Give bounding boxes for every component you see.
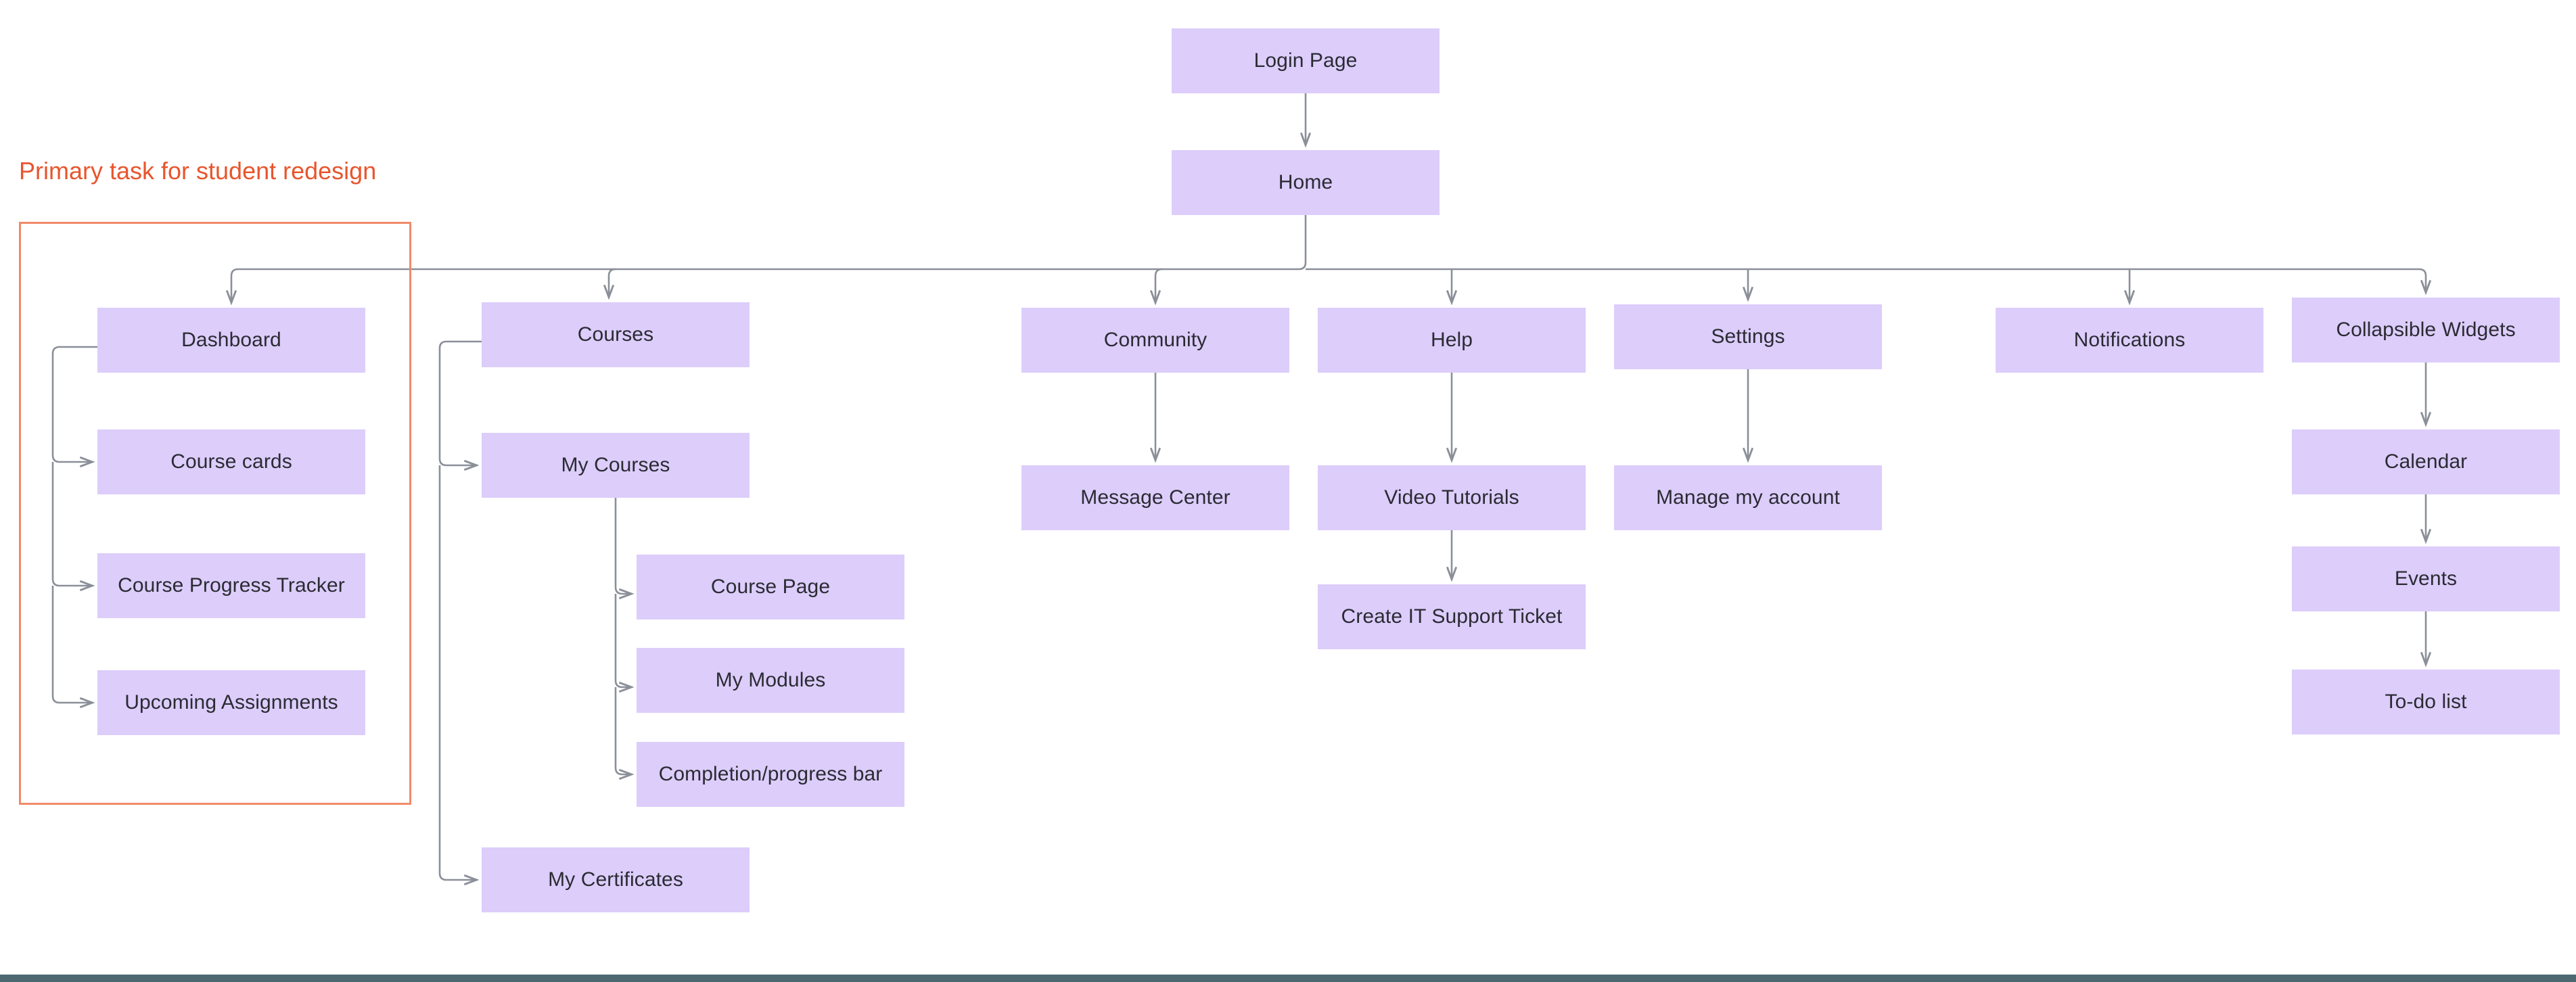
node-course-progress[interactable]: Course Progress Tracker xyxy=(97,553,365,618)
primary-task-annotation-label: Primary task for student redesign xyxy=(19,157,377,185)
node-manage-account[interactable]: Manage my account xyxy=(1614,465,1882,530)
primary-task-highlight-region xyxy=(19,222,411,805)
node-notifications[interactable]: Notifications xyxy=(1996,308,2263,373)
footer-bar xyxy=(0,975,2576,982)
node-it-support-ticket[interactable]: Create IT Support Ticket xyxy=(1318,584,1586,649)
node-community[interactable]: Community xyxy=(1021,308,1289,373)
node-upcoming-assign[interactable]: Upcoming Assignments xyxy=(97,670,365,735)
node-dashboard[interactable]: Dashboard xyxy=(97,308,365,373)
node-courses[interactable]: Courses xyxy=(482,302,750,367)
node-login-page[interactable]: Login Page xyxy=(1172,28,1440,93)
node-todo-list[interactable]: To-do list xyxy=(2292,670,2560,734)
node-message-center[interactable]: Message Center xyxy=(1021,465,1289,530)
node-video-tutorials[interactable]: Video Tutorials xyxy=(1318,465,1586,530)
node-my-certificates[interactable]: My Certificates xyxy=(482,847,750,912)
node-home[interactable]: Home xyxy=(1172,150,1440,215)
node-collapsible[interactable]: Collapsible Widgets xyxy=(2292,298,2560,363)
node-completion-bar[interactable]: Completion/progress bar xyxy=(637,742,904,807)
node-my-courses[interactable]: My Courses xyxy=(482,433,750,498)
node-my-modules[interactable]: My Modules xyxy=(637,648,904,713)
node-calendar[interactable]: Calendar xyxy=(2292,429,2560,494)
node-help[interactable]: Help xyxy=(1318,308,1586,373)
node-settings[interactable]: Settings xyxy=(1614,304,1882,369)
node-course-cards[interactable]: Course cards xyxy=(97,429,365,494)
node-course-page[interactable]: Course Page xyxy=(637,555,904,619)
node-events[interactable]: Events xyxy=(2292,546,2560,611)
